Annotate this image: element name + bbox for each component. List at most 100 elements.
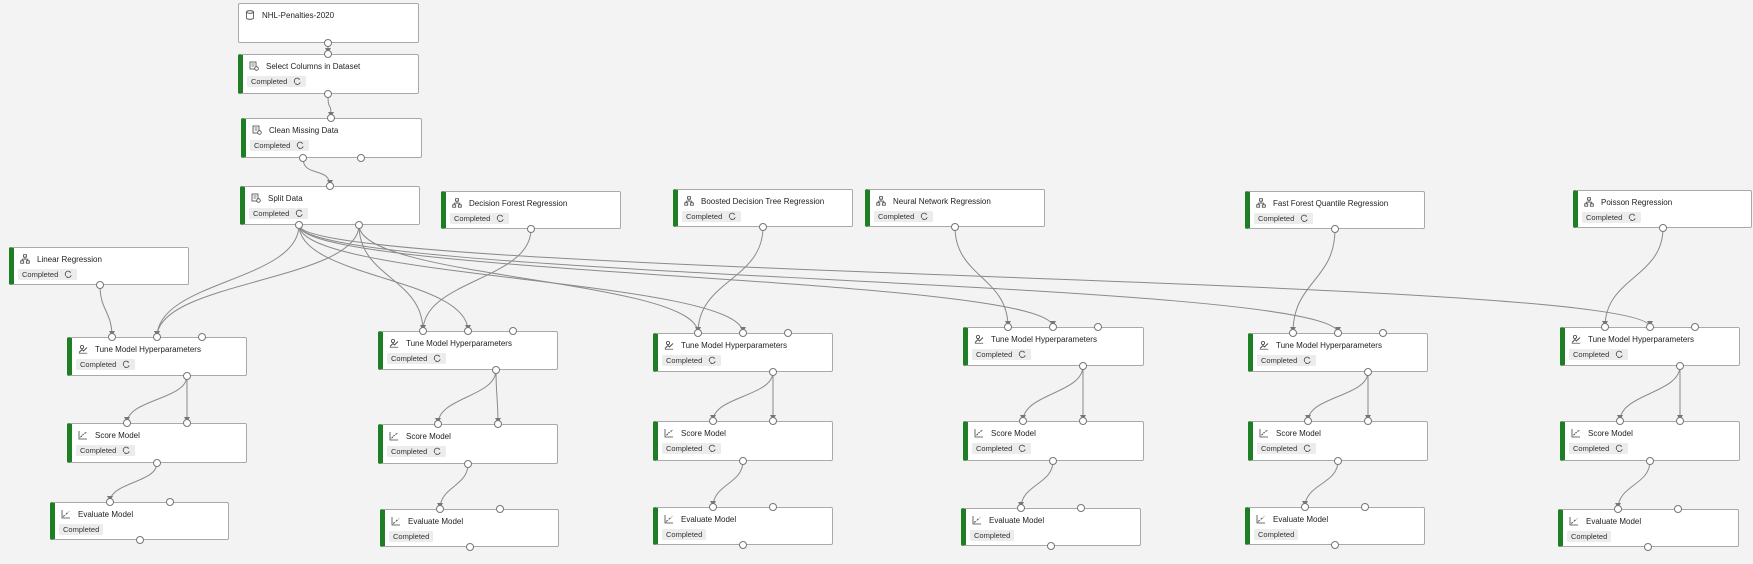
output-port[interactable] — [299, 154, 307, 162]
rerun-icon[interactable] — [1303, 356, 1312, 365]
rerun-icon[interactable] — [122, 446, 131, 455]
input-port[interactable] — [1017, 504, 1025, 512]
input-port[interactable] — [183, 419, 191, 427]
input-port[interactable] — [769, 417, 777, 425]
output-port[interactable] — [1644, 543, 1652, 551]
module-node-nhl[interactable]: NHL-Penalties-2020 — [238, 3, 419, 43]
connection-edge[interactable] — [298, 224, 1651, 328]
input-port[interactable] — [123, 419, 131, 427]
input-port[interactable] — [1049, 323, 1057, 331]
input-port[interactable] — [1079, 417, 1087, 425]
output-port[interactable] — [136, 536, 144, 544]
input-port[interactable] — [108, 333, 116, 341]
connection-edge[interactable] — [99, 284, 113, 338]
rerun-icon[interactable] — [708, 444, 717, 453]
input-port[interactable] — [496, 505, 504, 513]
rerun-icon[interactable] — [122, 360, 131, 369]
connection-edge[interactable] — [298, 224, 1339, 334]
input-port[interactable] — [1364, 417, 1372, 425]
output-port[interactable] — [183, 372, 191, 380]
input-port[interactable] — [464, 327, 472, 335]
rerun-icon[interactable] — [496, 214, 505, 223]
rerun-icon[interactable] — [433, 354, 442, 363]
connection-edge[interactable] — [954, 226, 1009, 328]
connection-edge[interactable] — [697, 226, 764, 334]
input-port[interactable] — [324, 50, 332, 58]
rerun-icon[interactable] — [920, 212, 929, 221]
output-port[interactable] — [527, 225, 535, 233]
connection-edge[interactable] — [422, 228, 532, 332]
connection-edge[interactable] — [1619, 365, 1681, 422]
output-port[interactable] — [1676, 362, 1684, 370]
rerun-icon[interactable] — [1628, 213, 1637, 222]
output-port[interactable] — [769, 368, 777, 376]
rerun-icon[interactable] — [296, 141, 305, 150]
rerun-icon[interactable] — [295, 209, 304, 218]
connection-edge[interactable] — [109, 462, 158, 503]
input-port[interactable] — [1601, 323, 1609, 331]
input-port[interactable] — [1334, 329, 1342, 337]
connection-edge[interactable] — [358, 224, 699, 334]
output-port[interactable] — [492, 366, 500, 374]
connection-edge[interactable] — [1604, 227, 1664, 328]
rerun-icon[interactable] — [433, 447, 442, 456]
output-port[interactable] — [1364, 368, 1372, 376]
input-port[interactable] — [106, 498, 114, 506]
output-port[interactable] — [324, 90, 332, 98]
output-port[interactable] — [1331, 225, 1339, 233]
connection-edge[interactable] — [1292, 228, 1336, 334]
output-port[interactable] — [464, 460, 472, 468]
output-port[interactable] — [1079, 362, 1087, 370]
output-port[interactable] — [153, 459, 161, 467]
output-port[interactable] — [295, 221, 303, 229]
input-port[interactable] — [769, 503, 777, 511]
input-port[interactable] — [709, 417, 717, 425]
output-port[interactable] — [355, 221, 363, 229]
input-port[interactable] — [1616, 417, 1624, 425]
connection-edge[interactable] — [126, 375, 188, 424]
input-port[interactable] — [198, 333, 206, 341]
input-port[interactable] — [709, 503, 717, 511]
input-port[interactable] — [436, 505, 444, 513]
output-port[interactable] — [1659, 224, 1667, 232]
rerun-icon[interactable] — [1615, 444, 1624, 453]
input-port[interactable] — [419, 327, 427, 335]
input-port[interactable] — [326, 182, 334, 190]
output-port[interactable] — [1047, 542, 1055, 550]
input-port[interactable] — [739, 329, 747, 337]
input-port[interactable] — [494, 420, 502, 428]
connection-edge[interactable] — [439, 463, 469, 510]
output-port[interactable] — [96, 281, 104, 289]
output-port[interactable] — [1334, 457, 1342, 465]
output-port[interactable] — [1646, 457, 1654, 465]
output-port[interactable] — [324, 39, 332, 47]
connection-edge[interactable] — [298, 224, 1054, 328]
connection-edge[interactable] — [1020, 460, 1054, 509]
output-port[interactable] — [1049, 457, 1057, 465]
input-port[interactable] — [1361, 503, 1369, 511]
connection-edge[interactable] — [1022, 365, 1084, 422]
rerun-icon[interactable] — [1018, 350, 1027, 359]
input-port[interactable] — [1019, 417, 1027, 425]
output-port[interactable] — [951, 223, 959, 231]
input-port[interactable] — [1077, 504, 1085, 512]
rerun-icon[interactable] — [1615, 350, 1624, 359]
input-port[interactable] — [1304, 417, 1312, 425]
output-port[interactable] — [739, 541, 747, 549]
input-port[interactable] — [1289, 329, 1297, 337]
output-port[interactable] — [357, 154, 365, 162]
rerun-icon[interactable] — [1300, 214, 1309, 223]
